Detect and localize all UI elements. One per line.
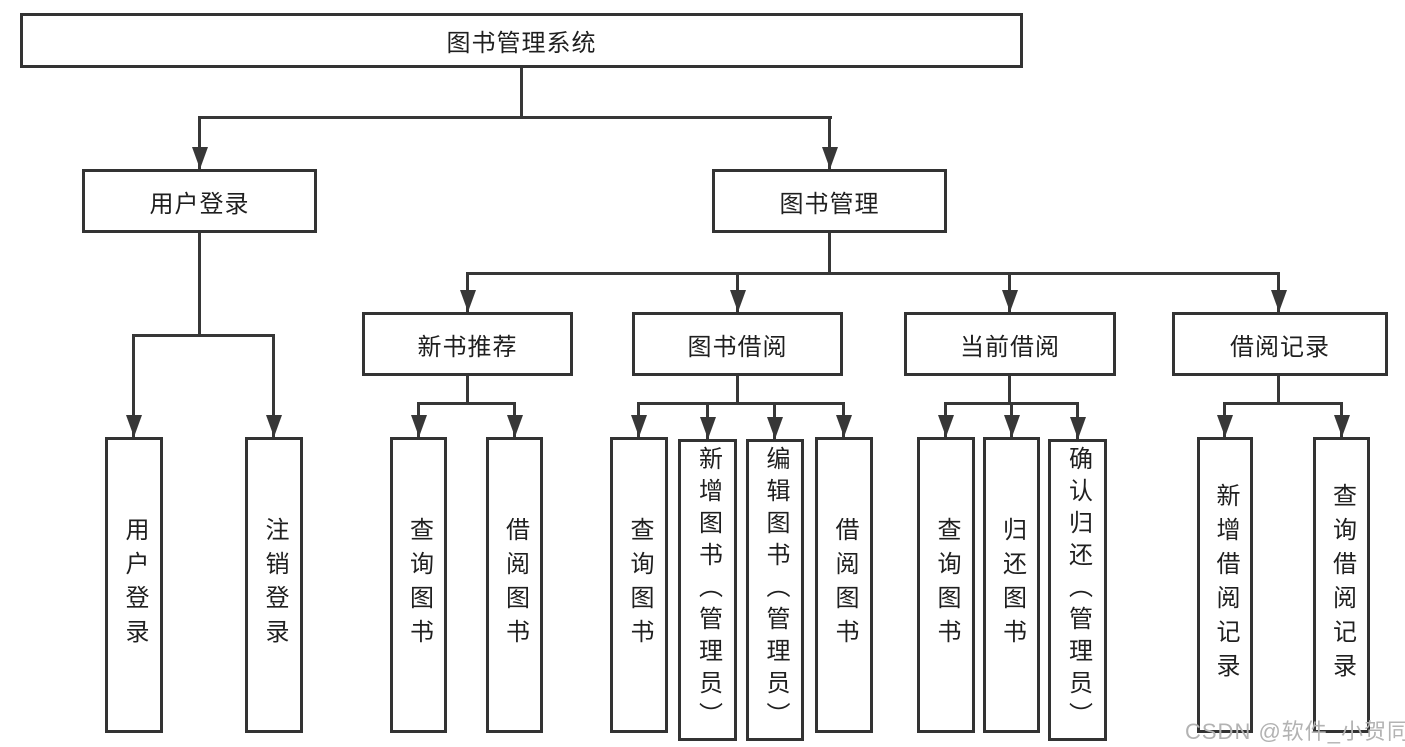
connector-line bbox=[520, 68, 523, 119]
leaf-borrow-books-recommend-label: 借阅图书 bbox=[501, 517, 529, 653]
node-new-book-recommend-label: 新书推荐 bbox=[417, 333, 518, 361]
leaf-borrow-books: 借阅图书 bbox=[815, 437, 873, 733]
arrow-down-icon bbox=[1334, 415, 1350, 437]
arrow-down-icon bbox=[938, 415, 954, 437]
leaf-query-books-current: 查询图书 bbox=[917, 437, 975, 733]
leaf-add-borrow-record-label: 新增借阅记录 bbox=[1212, 483, 1239, 687]
leaf-return-book-label: 归还图书 bbox=[998, 517, 1026, 653]
connector-line bbox=[132, 334, 275, 337]
connector-line bbox=[198, 116, 832, 119]
connector-line bbox=[828, 233, 831, 275]
arrow-down-icon bbox=[460, 290, 476, 312]
csdn-watermark: CSDN @软件_小贺同学 bbox=[1185, 719, 1405, 744]
leaf-query-borrow-record: 查询借阅记录 bbox=[1313, 437, 1370, 733]
connector-line bbox=[466, 376, 469, 405]
arrow-down-icon bbox=[730, 290, 746, 312]
connector-line bbox=[198, 116, 201, 169]
node-new-book-recommend: 新书推荐 bbox=[362, 312, 573, 376]
node-current-borrow-label: 当前借阅 bbox=[960, 333, 1060, 361]
connector-line bbox=[736, 376, 739, 405]
arrow-down-icon bbox=[700, 417, 716, 439]
leaf-query-books-borrow: 查询图书 bbox=[610, 437, 668, 733]
node-root-label: 图书管理系统 bbox=[446, 30, 597, 57]
node-current-borrow: 当前借阅 bbox=[904, 312, 1116, 376]
leaf-add-borrow-record: 新增借阅记录 bbox=[1197, 437, 1253, 733]
node-borrow-records-label: 借阅记录 bbox=[1230, 333, 1330, 361]
leaf-logout-label: 注销登录 bbox=[261, 517, 288, 653]
node-user-login: 用户登录 bbox=[82, 169, 317, 233]
connector-line bbox=[637, 402, 845, 405]
leaf-return-book: 归还图书 bbox=[983, 437, 1040, 733]
arrow-down-icon bbox=[1004, 415, 1020, 437]
arrow-down-icon bbox=[1217, 415, 1233, 437]
connector-line bbox=[828, 116, 831, 169]
arrow-down-icon bbox=[836, 415, 852, 437]
arrow-down-icon bbox=[126, 415, 142, 437]
leaf-borrow-books-label: 借阅图书 bbox=[831, 517, 858, 653]
leaf-edit-book-admin: 编辑图书（管理员） bbox=[746, 439, 804, 741]
leaf-query-borrow-record-label: 查询借阅记录 bbox=[1328, 483, 1356, 687]
arrow-down-icon bbox=[631, 415, 647, 437]
leaf-query-books-current-label: 查询图书 bbox=[933, 517, 960, 653]
node-book-management-label: 图书管理 bbox=[779, 190, 880, 218]
connector-line bbox=[1008, 376, 1011, 405]
leaf-confirm-return-admin-label: 确认归还（管理员） bbox=[1064, 446, 1092, 734]
leaf-edit-book-admin-label: 编辑图书（管理员） bbox=[762, 446, 789, 734]
node-book-borrow-label: 图书借阅 bbox=[687, 333, 788, 361]
arrow-down-icon bbox=[822, 147, 838, 169]
arrow-down-icon bbox=[192, 147, 208, 169]
arrow-down-icon bbox=[266, 415, 282, 437]
leaf-query-books-recommend-label: 查询图书 bbox=[405, 517, 433, 653]
node-user-login-label: 用户登录 bbox=[149, 190, 250, 218]
arrow-down-icon bbox=[767, 417, 783, 439]
leaf-add-book-admin: 新增图书（管理员） bbox=[678, 439, 737, 741]
connector-line bbox=[417, 402, 516, 405]
leaf-query-books-borrow-label: 查询图书 bbox=[626, 517, 653, 653]
arrow-down-icon bbox=[1002, 290, 1018, 312]
node-borrow-records: 借阅记录 bbox=[1172, 312, 1388, 376]
leaf-confirm-return-admin: 确认归还（管理员） bbox=[1048, 439, 1107, 741]
node-book-management: 图书管理 bbox=[712, 169, 947, 233]
leaf-logout: 注销登录 bbox=[245, 437, 303, 733]
connector-line bbox=[198, 233, 201, 337]
arrow-down-icon bbox=[1271, 290, 1287, 312]
node-root: 图书管理系统 bbox=[20, 13, 1023, 68]
leaf-borrow-books-recommend: 借阅图书 bbox=[486, 437, 543, 733]
connector-line bbox=[272, 334, 275, 437]
connector-line bbox=[132, 334, 135, 437]
connector-line bbox=[466, 272, 1280, 275]
node-book-borrow: 图书借阅 bbox=[632, 312, 843, 376]
leaf-query-books-recommend: 查询图书 bbox=[390, 437, 447, 733]
leaf-user-login: 用户登录 bbox=[105, 437, 163, 733]
arrow-down-icon bbox=[411, 415, 427, 437]
arrow-down-icon bbox=[507, 415, 523, 437]
connector-line bbox=[1277, 376, 1280, 405]
leaf-user-login-label: 用户登录 bbox=[121, 517, 148, 653]
leaf-add-book-admin-label: 新增图书（管理员） bbox=[694, 446, 722, 734]
connector-line bbox=[1223, 402, 1343, 405]
arrow-down-icon bbox=[1070, 417, 1086, 439]
